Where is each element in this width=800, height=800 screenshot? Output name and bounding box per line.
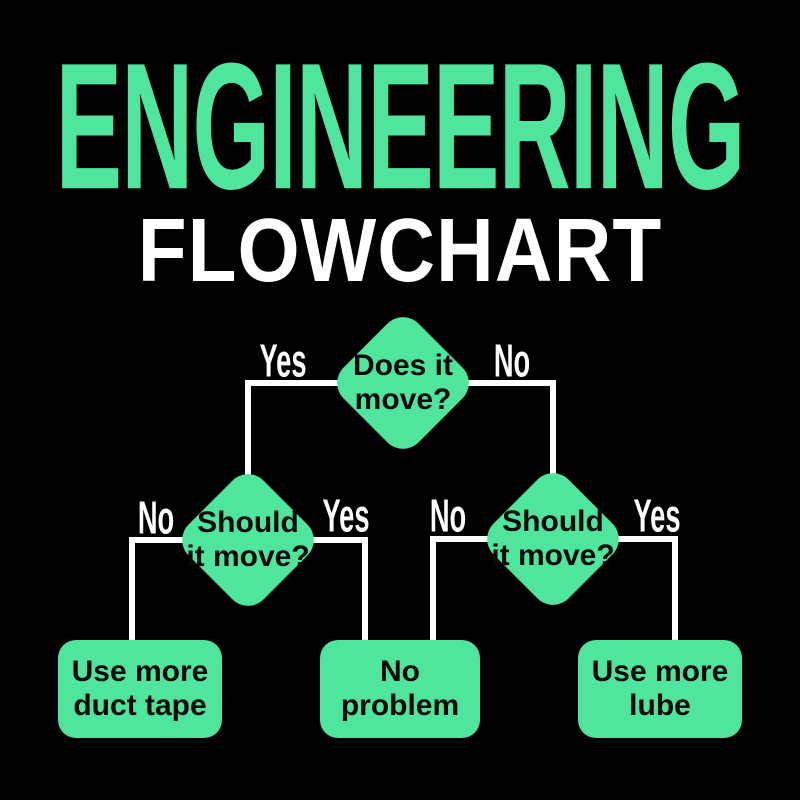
- branch-label-right-yes: Yes: [633, 490, 681, 543]
- outcome-text: Use more lube: [592, 655, 729, 724]
- decision-line: it move?: [186, 540, 310, 573]
- outcome-lube: Use more lube: [578, 640, 742, 738]
- page-title: ENGINEERING: [55, 26, 745, 228]
- decision-text: Should it move?: [491, 505, 614, 573]
- outcome-line: duct tape: [73, 689, 207, 722]
- outcome-duct-tape: Use more duct tape: [58, 640, 222, 738]
- outcome-line: Use more: [71, 654, 209, 688]
- branch-label-root-no: No: [493, 335, 531, 388]
- decision-line: Should: [197, 506, 299, 540]
- decision-line: Does it: [352, 349, 454, 383]
- outcome-line: problem: [340, 689, 460, 722]
- outcome-text: No problem: [341, 655, 459, 724]
- page-subtitle: FLOWCHART: [137, 200, 663, 301]
- branch-label-right-no: No: [429, 490, 467, 543]
- decision-does-it-move: Does it move?: [328, 308, 478, 458]
- outcome-no-problem: No problem: [320, 640, 480, 738]
- decision-text: Should it move?: [186, 506, 309, 574]
- outcome-line: Use more: [591, 654, 729, 688]
- decision-line: Should: [502, 505, 604, 539]
- outcome-text: Use more duct tape: [72, 655, 209, 724]
- decision-should-it-move-right: Should it move?: [478, 464, 628, 614]
- decision-should-it-move-left: Should it move?: [173, 465, 323, 615]
- branch-label-left-no: No: [137, 492, 175, 545]
- decision-line: it move?: [491, 539, 615, 572]
- decision-line: move?: [354, 383, 452, 416]
- decision-text: Does it move?: [353, 349, 453, 417]
- outcome-line: No: [379, 654, 420, 688]
- branch-label-root-yes: Yes: [259, 335, 307, 388]
- branch-label-left-yes: Yes: [322, 490, 370, 543]
- outcome-line: lube: [629, 689, 691, 722]
